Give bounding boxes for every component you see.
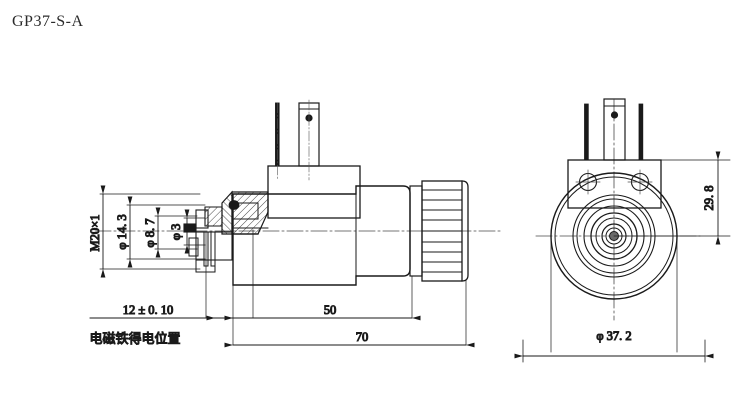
page-title: GP37-S-A bbox=[12, 13, 84, 30]
dimension-label-phi14: φ 14. 3 bbox=[115, 214, 129, 249]
front-pin-center bbox=[603, 98, 626, 161]
dimension-phi-8-7: φ 8. 7 bbox=[142, 207, 198, 258]
armature-tube-section bbox=[183, 190, 269, 273]
dimension-label-298: 29. 8 bbox=[702, 186, 716, 211]
front-pin-right bbox=[638, 103, 644, 161]
dimension-label-phi372: φ 37. 2 bbox=[596, 329, 631, 343]
dimension-70: 70 bbox=[224, 329, 475, 348]
dimension-label-phi3: φ 3 bbox=[169, 224, 183, 241]
dimension-label-thread: M20×1 bbox=[88, 215, 102, 252]
dimension-phi-3: φ 3 bbox=[168, 209, 206, 254]
dimension-label-70: 70 bbox=[356, 330, 369, 344]
front-pin-left bbox=[584, 103, 589, 161]
front-terminal-pins bbox=[584, 98, 644, 161]
dimension-phi-37-2: φ 37. 2 bbox=[514, 328, 714, 363]
section-view-group: M20×1 φ 14. 3 φ 8. 7 bbox=[87, 99, 501, 348]
connector-block bbox=[267, 99, 361, 219]
dimension-50: 50 bbox=[206, 302, 421, 321]
dimension-m20x1: M20×1 bbox=[87, 185, 201, 278]
dimension-label-stroke: 12 ± 0. 10 bbox=[123, 303, 174, 317]
dimension-label-50: 50 bbox=[324, 303, 337, 317]
o-ring bbox=[228, 200, 240, 210]
dimension-29-8: 29. 8 bbox=[701, 151, 721, 245]
dimension-label-phi87: φ 8. 7 bbox=[143, 218, 157, 247]
dimension-stroke-12: 12 ± 0. 10 电磁铁得电位置 bbox=[89, 302, 254, 348]
dimension-phi-14-3: φ 14. 3 bbox=[114, 196, 206, 268]
note-label-energized-position: 电磁铁得电位置 bbox=[89, 331, 180, 347]
knurled-end-cap bbox=[409, 180, 469, 282]
front-view-group: φ 37. 2 29. 8 bbox=[514, 98, 731, 363]
